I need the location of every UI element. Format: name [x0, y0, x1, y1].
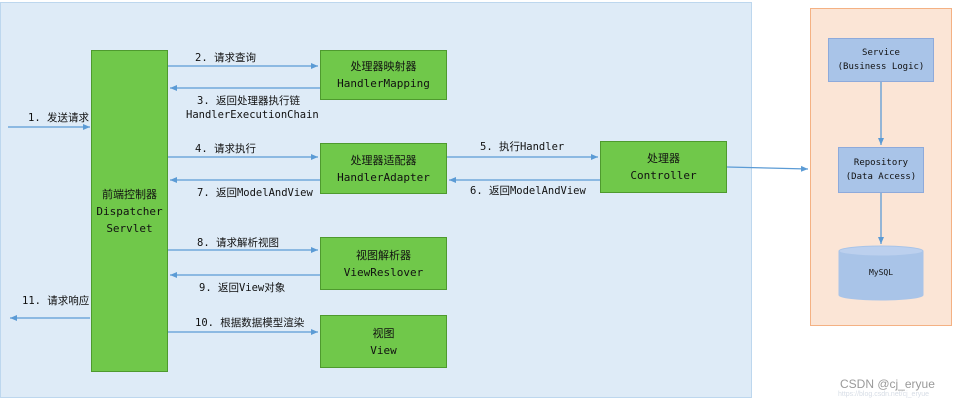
view-box: 视图 View [320, 315, 447, 368]
step-3-sublabel: HandlerExecutionChain [186, 109, 319, 121]
step-8-label: 8. 请求解析视图 [197, 237, 279, 249]
mysql-cylinder-icon [838, 245, 924, 301]
watermark-text: CSDN @cj_eryue [840, 377, 935, 391]
step-1-label: 1. 发送请求 [28, 112, 89, 124]
step-5-label: 5. 执行Handler [480, 141, 565, 153]
step-10-label: 10. 根据数据模型渲染 [195, 317, 305, 329]
view-resolver-cn-label: 视图解析器 [356, 248, 411, 262]
view-resolver-box: 视图解析器 ViewReslover [320, 237, 447, 290]
dispatcher-cn-label: 前端控制器 [102, 187, 157, 201]
watermark-faint-url: https://blog.csdn.net/cj_eryue [838, 391, 930, 398]
dispatcher-en-label: Dispatcher [96, 204, 163, 218]
view-cn-label: 视图 [372, 326, 395, 340]
dispatcher-servlet-box: 前端控制器 Dispatcher Servlet [91, 50, 168, 372]
dispatcher-en-label-2: Servlet [106, 221, 153, 235]
handler-adapter-en-label: HandlerAdapter [337, 170, 430, 184]
handler-adapter-cn-label: 处理器适配器 [350, 153, 417, 167]
step-3-label: 3. 返回处理器执行链 [197, 95, 300, 107]
controller-box: 处理器 Controller [600, 141, 727, 193]
controller-cn-label: 处理器 [647, 152, 680, 165]
repository-label: Repository [853, 158, 909, 168]
step-9-label: 9. 返回View对象 [199, 282, 286, 294]
repository-box: Repository (Data Access) [838, 147, 924, 193]
step-6-label: 6. 返回ModelAndView [470, 185, 586, 197]
view-resolver-en-label: ViewReslover [343, 265, 424, 279]
view-en-label: View [370, 343, 397, 357]
handler-adapter-box: 处理器适配器 HandlerAdapter [320, 143, 447, 194]
service-sublabel: (Business Logic) [837, 62, 925, 72]
handler-mapping-cn-label: 处理器映射器 [350, 60, 417, 73]
service-label: Service [862, 48, 900, 58]
step-2-label: 2. 请求查询 [195, 52, 256, 64]
step-7-label: 7. 返回ModelAndView [197, 187, 313, 199]
repository-sublabel: (Data Access) [845, 172, 917, 182]
step-11-label: 11. 请求响应 [22, 295, 90, 307]
controller-en-label: Controller [630, 169, 697, 182]
service-box: Service (Business Logic) [828, 38, 934, 82]
step-4-label: 4. 请求执行 [195, 143, 256, 155]
mysql-label: MySQL [868, 268, 894, 277]
handler-mapping-en-label: HandlerMapping [337, 77, 430, 90]
handler-mapping-box: 处理器映射器 HandlerMapping [320, 50, 447, 100]
arrow-controller-to-backend [726, 165, 809, 172]
